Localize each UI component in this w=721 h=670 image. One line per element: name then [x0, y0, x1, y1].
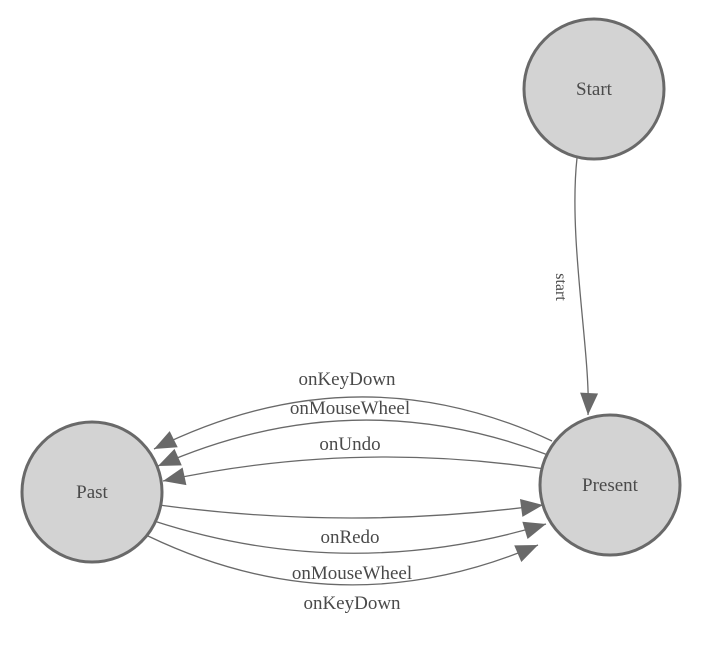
edge-label-onredo: onRedo	[320, 527, 379, 548]
node-start[interactable]: Start	[522, 17, 666, 161]
present-state-label: Present	[582, 475, 639, 496]
edge-label-onkeydown-upper: onKeyDown	[298, 369, 396, 390]
edge-past-to-present-onmousewheel[interactable]	[153, 520, 547, 554]
start-state-circle[interactable]	[522, 17, 666, 161]
edge-past-to-present-onredo[interactable]	[158, 499, 544, 519]
edges-layer	[147, 157, 599, 586]
edge-label-onmousewheel-lower: onMouseWheel	[292, 563, 412, 584]
start-state-label: Start	[576, 79, 613, 100]
edge-present-to-past-onkeydown[interactable]	[153, 396, 553, 450]
edge-label-onkeydown-lower: onKeyDown	[303, 593, 401, 614]
present-state-circle[interactable]	[538, 413, 682, 557]
edge-label-onmousewheel-upper: onMouseWheel	[290, 398, 410, 419]
edge-label-onundo: onUndo	[319, 434, 380, 455]
edge-past-to-present-onkeydown[interactable]	[147, 535, 539, 586]
past-state-label: Past	[76, 482, 108, 503]
edge-start-to-present[interactable]	[574, 157, 599, 416]
node-past[interactable]: Past	[20, 420, 164, 564]
edge-label-start: start	[552, 273, 569, 301]
edge-present-to-past-onmousewheel[interactable]	[157, 419, 549, 467]
node-present[interactable]: Present	[538, 413, 682, 557]
edge-present-to-past-onundo[interactable]	[162, 456, 546, 486]
edge-labels-layer: start onKeyDown onMouseWheel onUndo onRe…	[290, 273, 569, 614]
past-state-circle[interactable]	[20, 420, 164, 564]
